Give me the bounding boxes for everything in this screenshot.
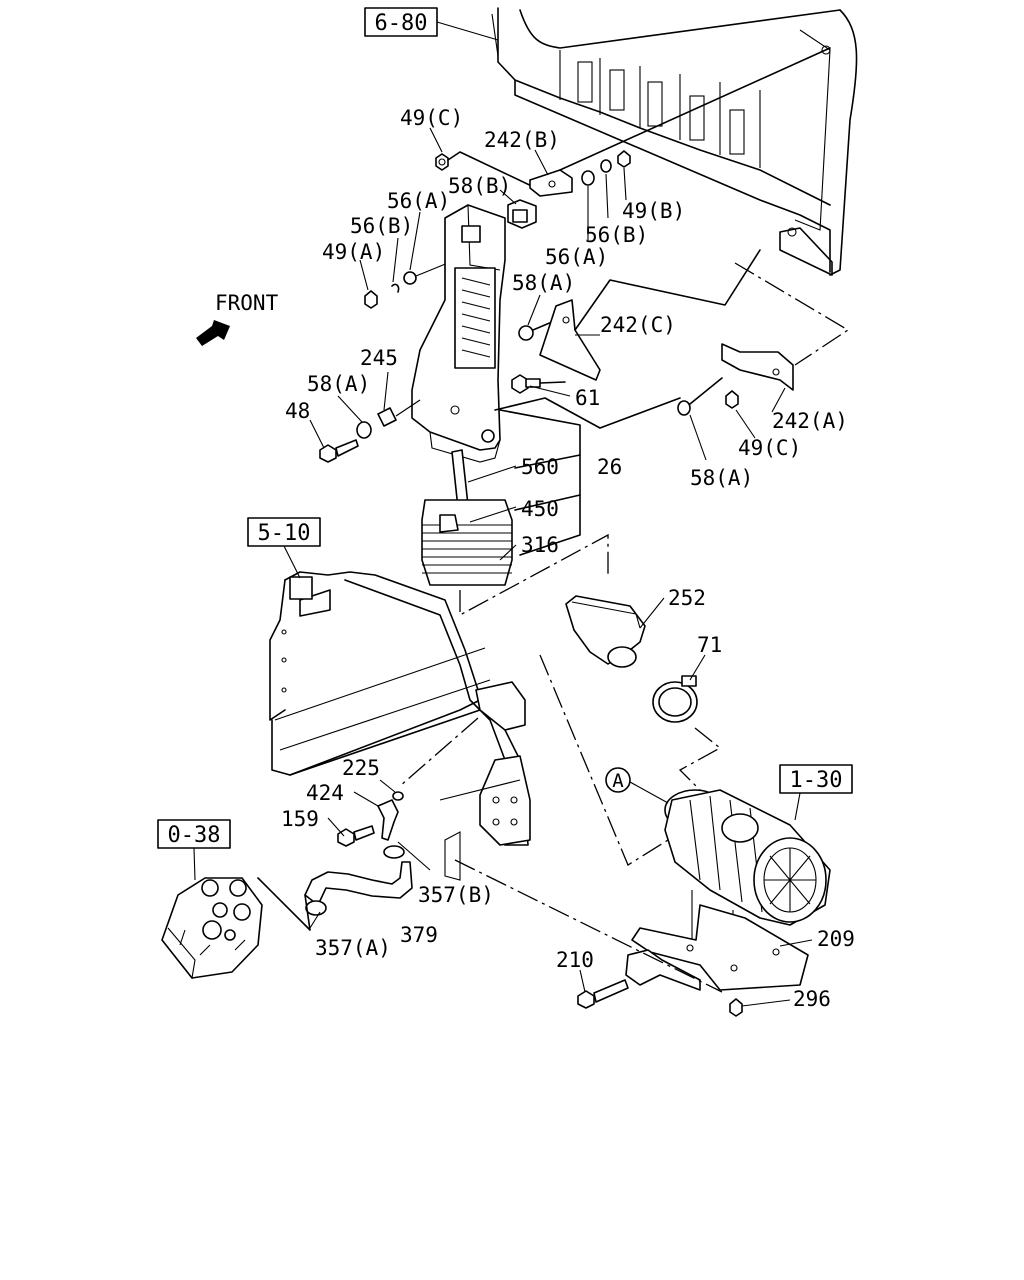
label-242c[interactable]: 242(C) bbox=[600, 313, 676, 337]
bracket-242a-drawing bbox=[677, 262, 850, 461]
ref-box-0-38[interactable]: 0-38 bbox=[157, 819, 231, 849]
bracket-209-drawing bbox=[454, 859, 809, 1017]
label-58a-right[interactable]: 58(A) bbox=[690, 466, 753, 490]
ref-box-6-80[interactable]: 6-80 bbox=[364, 7, 438, 37]
label-56a-right[interactable]: 56(A) bbox=[545, 245, 608, 269]
callout-a-label: A bbox=[612, 770, 624, 792]
label-209[interactable]: 209 bbox=[817, 927, 855, 951]
fasteners-top bbox=[364, 47, 831, 309]
bracket-242c-drawing bbox=[494, 249, 761, 429]
label-424[interactable]: 424 bbox=[306, 781, 344, 805]
label-71[interactable]: 71 bbox=[697, 633, 722, 657]
label-252[interactable]: 252 bbox=[668, 586, 706, 610]
front-arrow-icon bbox=[196, 320, 230, 346]
precleaner-drawing bbox=[565, 595, 698, 723]
label-61[interactable]: 61 bbox=[575, 386, 600, 410]
label-357b[interactable]: 357(B) bbox=[418, 883, 494, 907]
label-296[interactable]: 296 bbox=[793, 987, 831, 1011]
leader-lines bbox=[309, 127, 813, 993]
ref-label-5-10: 5-10 bbox=[258, 521, 311, 546]
label-316[interactable]: 316 bbox=[521, 533, 559, 557]
label-560[interactable]: 560 bbox=[521, 455, 559, 479]
label-379[interactable]: 379 bbox=[400, 923, 438, 947]
label-159[interactable]: 159 bbox=[281, 807, 319, 831]
label-56a-left[interactable]: 56(A) bbox=[387, 189, 450, 213]
label-48[interactable]: 48 bbox=[285, 399, 310, 423]
label-49b[interactable]: 49(B) bbox=[622, 199, 685, 223]
label-58a-left[interactable]: 58(A) bbox=[307, 372, 370, 396]
component-0-38-drawing bbox=[161, 877, 311, 980]
label-357a[interactable]: 357(A) bbox=[315, 936, 391, 960]
air-cleaner-drawing bbox=[664, 789, 831, 970]
label-56b-left[interactable]: 56(B) bbox=[350, 214, 413, 238]
label-450[interactable]: 450 bbox=[521, 497, 559, 521]
label-225[interactable]: 225 bbox=[342, 756, 380, 780]
hose-assembly-drawing bbox=[304, 717, 479, 929]
label-58b[interactable]: 58(B) bbox=[448, 174, 511, 198]
ref-label-1-30: 1-30 bbox=[790, 768, 843, 793]
ref-box-1-30[interactable]: 1-30 bbox=[779, 764, 853, 794]
label-58a-mid[interactable]: 58(A) bbox=[512, 271, 575, 295]
label-245[interactable]: 245 bbox=[360, 346, 398, 370]
label-49c-right[interactable]: 49(C) bbox=[738, 436, 801, 460]
label-49c-top[interactable]: 49(C) bbox=[400, 106, 463, 130]
label-26[interactable]: 26 bbox=[597, 455, 622, 479]
front-arrow: FRONT bbox=[196, 291, 279, 346]
ref-box-5-10[interactable]: 5-10 bbox=[247, 517, 321, 547]
callout-a[interactable]: A bbox=[605, 767, 631, 793]
part-labels: 49(C) 242(B) 58(B) 56(A) 56(B) 49(A) 49(… bbox=[281, 106, 855, 1011]
label-56b-right[interactable]: 56(B) bbox=[585, 223, 648, 247]
mounting-bracket-drawing bbox=[411, 204, 506, 463]
label-242a[interactable]: 242(A) bbox=[772, 409, 848, 433]
label-242b[interactable]: 242(B) bbox=[484, 128, 560, 152]
chassis-frame-drawing bbox=[269, 571, 531, 881]
label-210[interactable]: 210 bbox=[556, 948, 594, 972]
lever-boot-drawing bbox=[421, 409, 581, 586]
front-label: FRONT bbox=[215, 291, 279, 315]
ref-label-0-38: 0-38 bbox=[168, 823, 221, 848]
label-49a[interactable]: 49(A) bbox=[322, 240, 385, 264]
cab-panel-drawing bbox=[491, 7, 858, 276]
ref-label-6-80: 6-80 bbox=[375, 11, 428, 36]
fasteners-left bbox=[319, 399, 421, 463]
